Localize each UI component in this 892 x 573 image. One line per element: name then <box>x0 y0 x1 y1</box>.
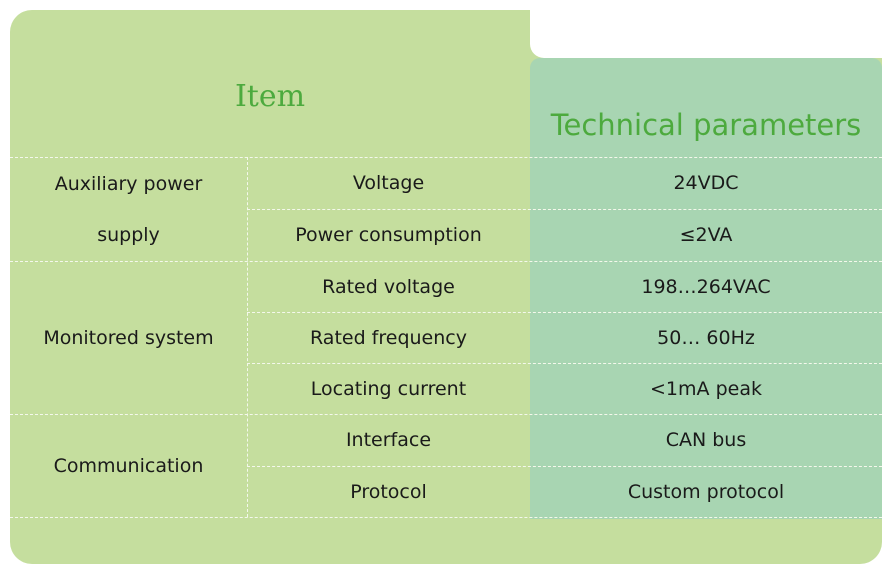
value-interface: CAN bus <box>665 429 747 451</box>
column-divider <box>247 157 248 517</box>
sub-item-locating-current: Locating current <box>310 377 467 400</box>
value-voltage: 24VDC <box>673 172 739 194</box>
sub-item-rated-frequency: Rated frequency <box>310 326 467 349</box>
value-protocol: Custom protocol <box>627 480 785 503</box>
category-auxiliary-power-supply: Auxiliary power supply <box>10 159 247 261</box>
header-divider <box>10 157 882 158</box>
sub-item-power-consumption: Power consumption <box>295 224 482 246</box>
value-rated-frequency: 50… 60Hz <box>657 326 755 349</box>
group-divider <box>10 261 882 262</box>
row-divider <box>247 209 882 210</box>
category-communication: Communication <box>53 454 204 477</box>
item-header: Item <box>234 79 306 114</box>
parameters-column-background <box>530 58 882 519</box>
sub-item-rated-voltage: Rated voltage <box>322 275 455 298</box>
sub-item-voltage: Voltage <box>352 172 425 194</box>
category-line: Auxiliary power <box>54 173 203 195</box>
value-locating-current: <1mA peak <box>650 377 762 400</box>
row-divider <box>247 466 882 467</box>
header-notch <box>530 0 892 58</box>
group-divider <box>10 414 882 415</box>
table-bottom-line <box>10 517 882 518</box>
sub-item-protocol: Protocol <box>350 480 427 503</box>
row-divider <box>247 363 882 364</box>
category-monitored-system: Monitored system <box>43 326 214 349</box>
value-rated-voltage: 198…264VAC <box>641 275 771 298</box>
value-power-consumption: ≤2VA <box>679 224 733 246</box>
row-divider <box>247 312 882 313</box>
category-line: supply <box>97 224 160 246</box>
technical-parameters-header: Technical parameters <box>550 108 862 142</box>
sub-item-interface: Interface <box>345 429 432 451</box>
